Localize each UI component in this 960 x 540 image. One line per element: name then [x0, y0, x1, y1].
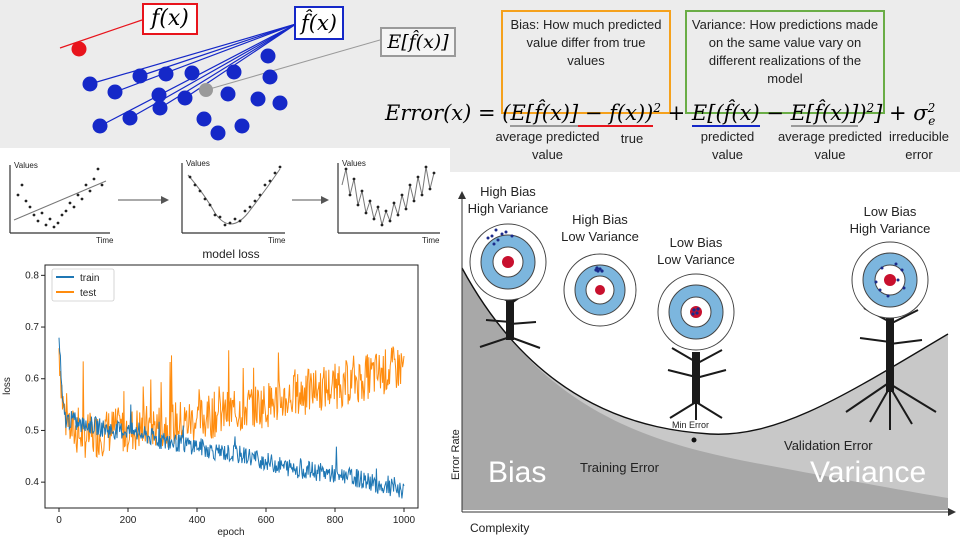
underfit-xlabel: Time [96, 236, 114, 245]
variance-box: Variance: How predictions made on the sa… [685, 10, 885, 114]
true-value-dot [71, 41, 87, 57]
training-area [462, 268, 948, 510]
y-tick-label: 0.5 [25, 425, 39, 436]
goodfit-xlabel: Time [268, 236, 286, 245]
axis-error-rate: Error Rate [450, 429, 462, 480]
underfit-ylabel: Values [14, 161, 38, 170]
eq-noise: + σ [882, 101, 928, 125]
fx-line [59, 19, 143, 49]
eq-plus: + [660, 101, 692, 125]
goodfit-points [188, 165, 282, 227]
y-tick-label: 0.6 [25, 374, 39, 385]
label-irreducible-error: irreducible error [889, 129, 949, 162]
validation-error-label: Validation Error [784, 438, 873, 453]
eq-average: E[f̂(x)] [790, 101, 859, 127]
axes: 0 200 400 600 800 1000 0.4 0.5 0.6 0.7 0.8 [25, 270, 415, 526]
target-4-title-line2: High Variance [850, 221, 931, 236]
goodfit-ylabel: Values [186, 159, 210, 168]
variance-region-label: Variance [810, 456, 926, 489]
loss-chart: model loss 0 200 400 600 800 1000 0.4 0.5 0.6 0.7… [2, 247, 419, 538]
eq-minus-true: − f(x)) [578, 101, 654, 127]
eq-minus: − [759, 101, 791, 125]
series-line-train [58, 337, 405, 499]
label-average-predicted-2: average predicted value [777, 129, 883, 162]
chart-title: model loss [202, 247, 259, 261]
underfit-points [16, 167, 104, 229]
overfit-xlabel: Time [422, 236, 440, 245]
target-3 [657, 273, 735, 351]
x-tick-label: 400 [189, 515, 206, 526]
fx-box: f(x) [142, 3, 198, 35]
fhat-box: f̂(x) [294, 6, 344, 40]
legend-train: train [80, 273, 99, 284]
target-1-title-line2: High Variance [468, 201, 549, 216]
eq-noise-sup: 2 [927, 101, 936, 115]
series [58, 337, 405, 499]
eq-expected-prediction: E[f̂(x)] [510, 101, 579, 127]
training-error-label: Training Error [580, 460, 660, 475]
axis-complexity: Complexity [470, 521, 529, 535]
overfit-points [344, 165, 436, 227]
target-3-title-line1: Low Bias [670, 235, 723, 250]
eq-lhs: Error(x) = ( [385, 101, 511, 125]
underfit-panel: Values Time [9, 161, 114, 245]
overfit-panel: Values Time [337, 159, 440, 245]
target-1-title-line1: High Bias [480, 184, 536, 199]
bias-region-label: Bias [488, 456, 546, 489]
efhat-line [205, 39, 380, 91]
eq-square: 2 [653, 101, 661, 115]
eq-noise-sub: e [928, 114, 936, 129]
target-1 [469, 223, 547, 301]
x-tick-label: 0 [56, 515, 62, 526]
top-band-ext [450, 148, 960, 172]
legend-test: test [80, 288, 96, 299]
min-error-label: Min Error [672, 420, 709, 430]
x-tick-label: 1000 [393, 515, 416, 526]
mean-prediction-dot [199, 83, 213, 97]
tree-3 [667, 347, 727, 420]
eq-variance-open: E[(f̂(x) [691, 101, 760, 127]
y-tick-label: 0.7 [25, 322, 39, 333]
bias-box: Bias: How much predicted value differ fr… [501, 10, 671, 114]
overfit-ylabel: Values [342, 159, 366, 168]
eq-square-2: 2 [866, 101, 875, 115]
eq-close: ) [858, 101, 867, 125]
tradeoff-diagram: Error Rate Complexity Bias Variance Trai… [450, 184, 956, 535]
label-true: true [620, 131, 644, 146]
target-2-title-line2: Low Variance [561, 229, 639, 244]
target-3-title-line2: Low Variance [657, 252, 735, 267]
prediction-dots [82, 48, 288, 141]
legend: train test [51, 268, 115, 302]
goodfit-panel: Values Time [181, 159, 286, 245]
y-tick-label: 0.8 [25, 270, 39, 281]
x-tick-label: 600 [258, 515, 275, 526]
x-tick-label: 200 [120, 515, 137, 526]
target-2-title-line1: High Bias [572, 212, 628, 227]
plot-area [44, 264, 419, 509]
error-equation: Error(x) = (E[f̂(x)] − f(x))2 + E[(f̂(x)… [385, 92, 955, 128]
x-tick-label: 800 [327, 515, 344, 526]
label-predicted-value: predicted value [700, 129, 755, 162]
target-4 [851, 241, 929, 319]
x-axis-label: epoch [217, 527, 244, 538]
eq-close-2: ] [874, 101, 883, 125]
dots-diagram [59, 19, 380, 141]
efhat-box: E[f̂(x)] [380, 27, 456, 57]
y-axis-label: loss [2, 377, 13, 395]
target-4-title-line1: Low Bias [864, 204, 917, 219]
fit-panels: Values Time Values Time Values [9, 159, 440, 245]
target-2 [563, 253, 637, 327]
label-average-predicted: average predicted value [495, 129, 600, 162]
y-tick-label: 0.4 [25, 477, 39, 488]
